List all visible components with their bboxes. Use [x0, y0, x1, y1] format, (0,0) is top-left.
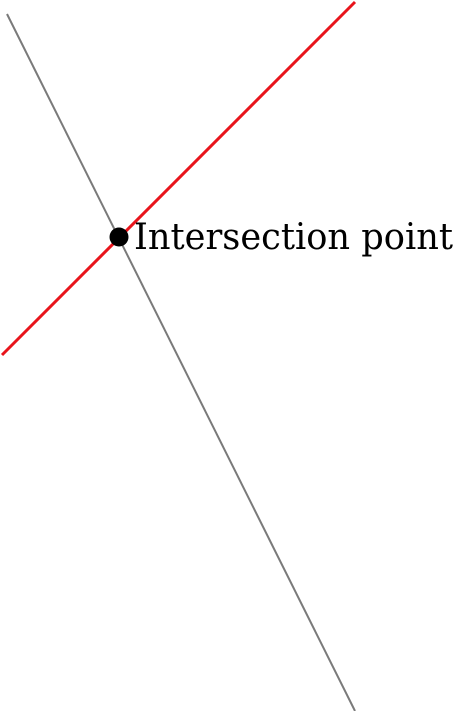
gray-line [6, 13, 356, 711]
intersection-point [109, 227, 129, 247]
red-line [0, 0, 357, 357]
intersection-label: Intersection point [134, 217, 454, 258]
